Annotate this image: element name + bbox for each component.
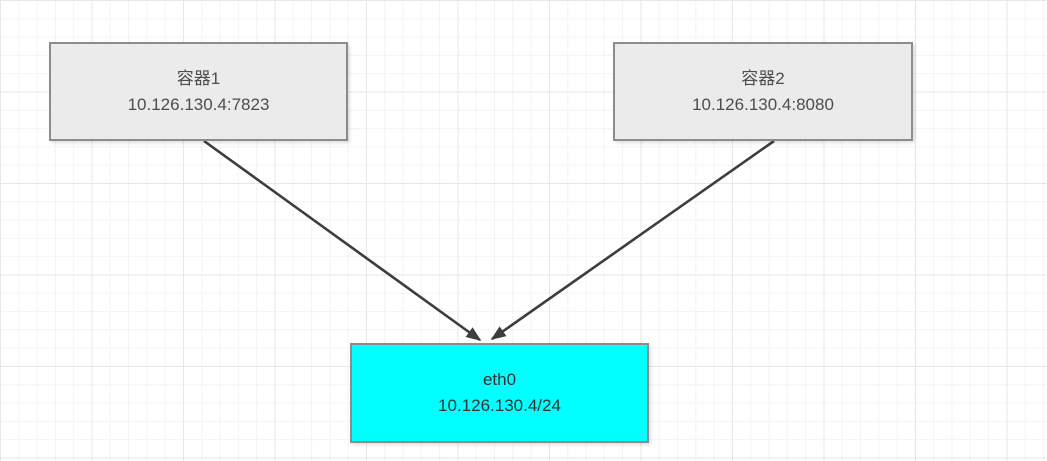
node-container1-title: 容器1 bbox=[176, 68, 221, 88]
node-container2-title: 容器2 bbox=[741, 68, 785, 88]
node-container2-address: 10.126.130.4:8080 bbox=[692, 94, 834, 114]
node-eth0-title: eth0 bbox=[482, 370, 517, 389]
node-eth0[interactable]: eth0 10.126.130.4/24 bbox=[350, 343, 649, 443]
edge-container2-eth0[interactable] bbox=[490, 139, 775, 341]
node-container1-address: 10.126.130.4:7823 bbox=[127, 94, 270, 114]
node-container1[interactable]: 容器1 10.126.130.4:7823 bbox=[49, 42, 348, 141]
edge-container1-eth0[interactable] bbox=[203, 139, 482, 342]
node-eth0-address: 10.126.130.4/24 bbox=[438, 396, 561, 415]
node-container2[interactable]: 容器2 10.126.130.4:8080 bbox=[613, 42, 913, 141]
